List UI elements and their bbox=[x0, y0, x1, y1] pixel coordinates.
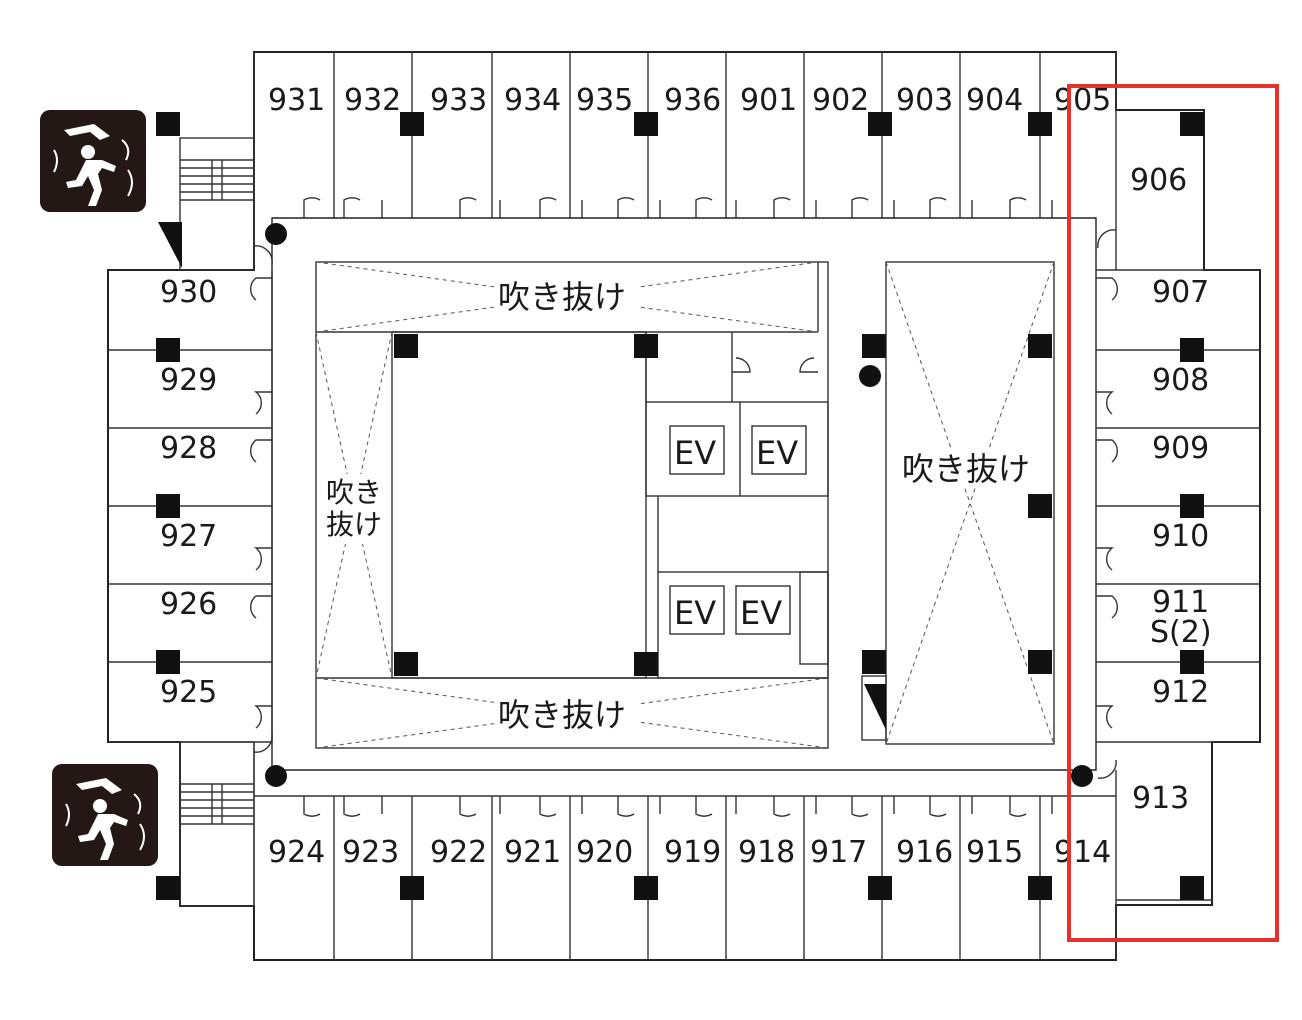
pillar bbox=[634, 652, 658, 676]
elevator-4-label: EV bbox=[740, 594, 782, 632]
room-912-label: 912 bbox=[1152, 675, 1209, 710]
atrium-labels: 吹き抜け 吹き抜け 吹き抜け 吹き 抜け bbox=[324, 276, 1044, 734]
building-outline bbox=[107, 51, 1261, 961]
column-dot bbox=[1071, 765, 1093, 787]
room-907-label: 907 bbox=[1152, 275, 1209, 310]
room-930-label: 930 bbox=[160, 275, 217, 310]
room-902-label: 902 bbox=[812, 83, 869, 118]
pillar bbox=[1180, 338, 1204, 362]
pillar bbox=[394, 334, 418, 358]
room-936-label: 936 bbox=[664, 83, 721, 118]
pillars bbox=[156, 112, 1204, 900]
room-908-label: 908 bbox=[1152, 363, 1209, 398]
room-935-label: 935 bbox=[576, 83, 633, 118]
room-904-label: 904 bbox=[966, 83, 1023, 118]
pillar bbox=[862, 334, 886, 358]
pillar bbox=[394, 652, 418, 676]
room-933-label: 933 bbox=[430, 83, 487, 118]
room-916-label: 916 bbox=[896, 835, 953, 870]
pillar bbox=[1180, 112, 1204, 136]
pillar bbox=[868, 112, 892, 136]
pillar bbox=[156, 338, 180, 362]
atrium-left-label-1: 吹き bbox=[326, 476, 382, 509]
room-932-label: 932 bbox=[344, 83, 401, 118]
room-931-label: 931 bbox=[268, 83, 325, 118]
room-914-label: 914 bbox=[1054, 835, 1111, 870]
room-921-label: 921 bbox=[504, 835, 561, 870]
room-labels: 931 932 933 934 935 936 901 902 903 904 … bbox=[160, 83, 1212, 870]
pillar bbox=[634, 334, 658, 358]
room-927-label: 927 bbox=[160, 519, 217, 554]
room-903-label: 903 bbox=[896, 83, 953, 118]
pillar bbox=[868, 876, 892, 900]
room-926-label: 926 bbox=[160, 587, 217, 622]
column-dot bbox=[265, 765, 287, 787]
room-928-label: 928 bbox=[160, 431, 217, 466]
room-917-label: 917 bbox=[810, 835, 867, 870]
room-909-label: 909 bbox=[1152, 431, 1209, 466]
pillar bbox=[1180, 876, 1204, 900]
room-911-label: 911 bbox=[1152, 585, 1209, 620]
room-911-sublabel: S(2) bbox=[1150, 615, 1212, 650]
room-915-label: 915 bbox=[966, 835, 1023, 870]
pillar bbox=[1180, 650, 1204, 674]
right-room-column bbox=[1096, 52, 1260, 960]
column-dot bbox=[859, 365, 881, 387]
room-910-label: 910 bbox=[1152, 519, 1209, 554]
pillar bbox=[400, 112, 424, 136]
bottom-room-row bbox=[254, 795, 1116, 960]
elevator-3-label: EV bbox=[674, 594, 716, 632]
room-901-label: 901 bbox=[740, 83, 797, 118]
pillar bbox=[156, 876, 180, 900]
pillar bbox=[634, 876, 658, 900]
room-925-label: 925 bbox=[160, 675, 217, 710]
pillar bbox=[1028, 334, 1052, 358]
room-922-label: 922 bbox=[430, 835, 487, 870]
column-dot bbox=[265, 223, 287, 245]
pillar bbox=[634, 112, 658, 136]
room-919-label: 919 bbox=[664, 835, 721, 870]
elevator-1-label: EV bbox=[674, 434, 716, 472]
emergency-exit-icon bbox=[52, 764, 158, 866]
room-920-label: 920 bbox=[576, 835, 633, 870]
pillar bbox=[862, 650, 886, 674]
pillar bbox=[1028, 494, 1052, 518]
room-913-label: 913 bbox=[1132, 781, 1189, 816]
room-924-label: 924 bbox=[268, 835, 325, 870]
room-929-label: 929 bbox=[160, 363, 217, 398]
emergency-exit-icon bbox=[40, 110, 146, 212]
highlight-box bbox=[1067, 84, 1279, 942]
atrium-bottom-label: 吹き抜け bbox=[498, 696, 626, 734]
pillar bbox=[156, 112, 180, 136]
atrium-core bbox=[315, 261, 1055, 749]
atrium-top-label: 吹き抜け bbox=[498, 278, 626, 316]
room-906-label: 906 bbox=[1130, 163, 1187, 198]
atrium-right-label: 吹き抜け bbox=[902, 450, 1030, 488]
pillar bbox=[1028, 112, 1052, 136]
pillar bbox=[1180, 494, 1204, 518]
room-934-label: 934 bbox=[504, 83, 561, 118]
pillar bbox=[1028, 650, 1052, 674]
elevator-2-label: EV bbox=[756, 434, 798, 472]
elevator-labels: EV EV EV EV bbox=[674, 434, 798, 632]
pillar bbox=[156, 650, 180, 674]
pillar bbox=[1028, 876, 1052, 900]
room-923-label: 923 bbox=[342, 835, 399, 870]
room-918-label: 918 bbox=[738, 835, 795, 870]
pillar bbox=[156, 494, 180, 518]
room-905-label: 905 bbox=[1054, 83, 1111, 118]
atrium-left-label-2: 抜け bbox=[326, 508, 382, 541]
left-room-column bbox=[108, 52, 273, 907]
pillar bbox=[400, 876, 424, 900]
